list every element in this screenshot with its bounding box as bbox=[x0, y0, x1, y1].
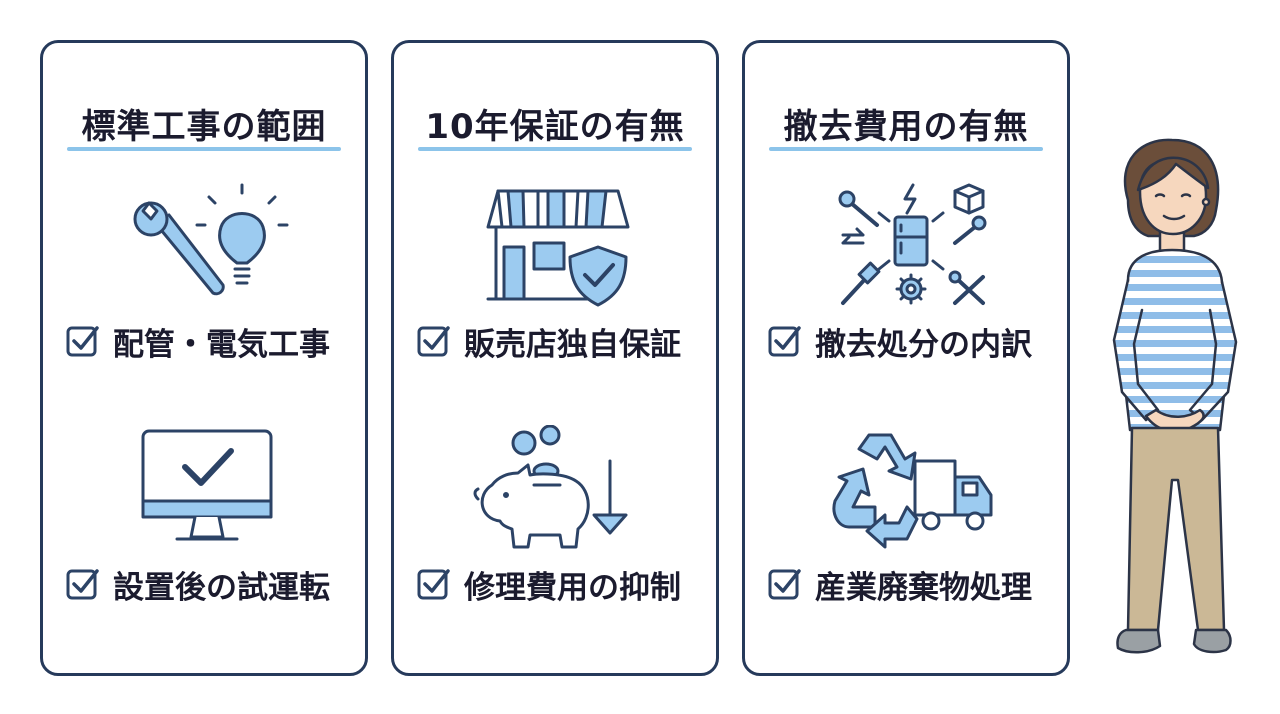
checkbox-checked-icon bbox=[768, 569, 801, 600]
checklist-item: 産業廃棄物処理 bbox=[767, 561, 1057, 607]
card-standard-work: 標準工事の範囲 bbox=[40, 40, 368, 676]
card-title: 撤去費用の有無 bbox=[783, 107, 1029, 147]
card-removal: 撤去費用の有無 bbox=[742, 40, 1070, 676]
checkbox-checked-icon bbox=[66, 569, 99, 600]
wrench-bulb-icon bbox=[117, 181, 297, 311]
checklist-item: 撤去処分の内訳 bbox=[767, 318, 1057, 364]
checklist-item: 配管・電気工事 bbox=[65, 318, 355, 364]
checkbox-checked-icon bbox=[66, 326, 99, 357]
checklist-label: 修理費用の抑制 bbox=[464, 569, 681, 606]
divider bbox=[769, 147, 1043, 151]
checkbox-checked-icon bbox=[768, 326, 801, 357]
checklist-label: 販売店独自保証 bbox=[464, 326, 681, 363]
piggy-bank-icon bbox=[468, 425, 648, 555]
appliance-parts-icon bbox=[819, 181, 999, 311]
checklist-label: 産業廃棄物処理 bbox=[815, 569, 1032, 606]
card-title: 10年保証の有無 bbox=[425, 107, 685, 147]
checklist-label: 設置後の試運転 bbox=[113, 569, 330, 606]
card-title: 標準工事の範囲 bbox=[81, 107, 327, 147]
monitor-check-icon bbox=[117, 425, 297, 555]
woman-illustration bbox=[1098, 130, 1258, 690]
checkbox-checked-icon bbox=[417, 326, 450, 357]
checklist-label: 配管・電気工事 bbox=[113, 326, 330, 363]
card-warranty: 10年保証の有無 bbox=[391, 40, 719, 676]
checkbox-checked-icon bbox=[417, 569, 450, 600]
store-shield-icon bbox=[468, 181, 648, 311]
checklist-item: 販売店独自保証 bbox=[416, 318, 706, 364]
recycle-truck-icon bbox=[819, 425, 999, 555]
checklist-label: 撤去処分の内訳 bbox=[815, 326, 1032, 363]
checklist-item: 修理費用の抑制 bbox=[416, 561, 706, 607]
divider bbox=[67, 147, 341, 151]
checklist-item: 設置後の試運転 bbox=[65, 561, 355, 607]
divider bbox=[418, 147, 692, 151]
